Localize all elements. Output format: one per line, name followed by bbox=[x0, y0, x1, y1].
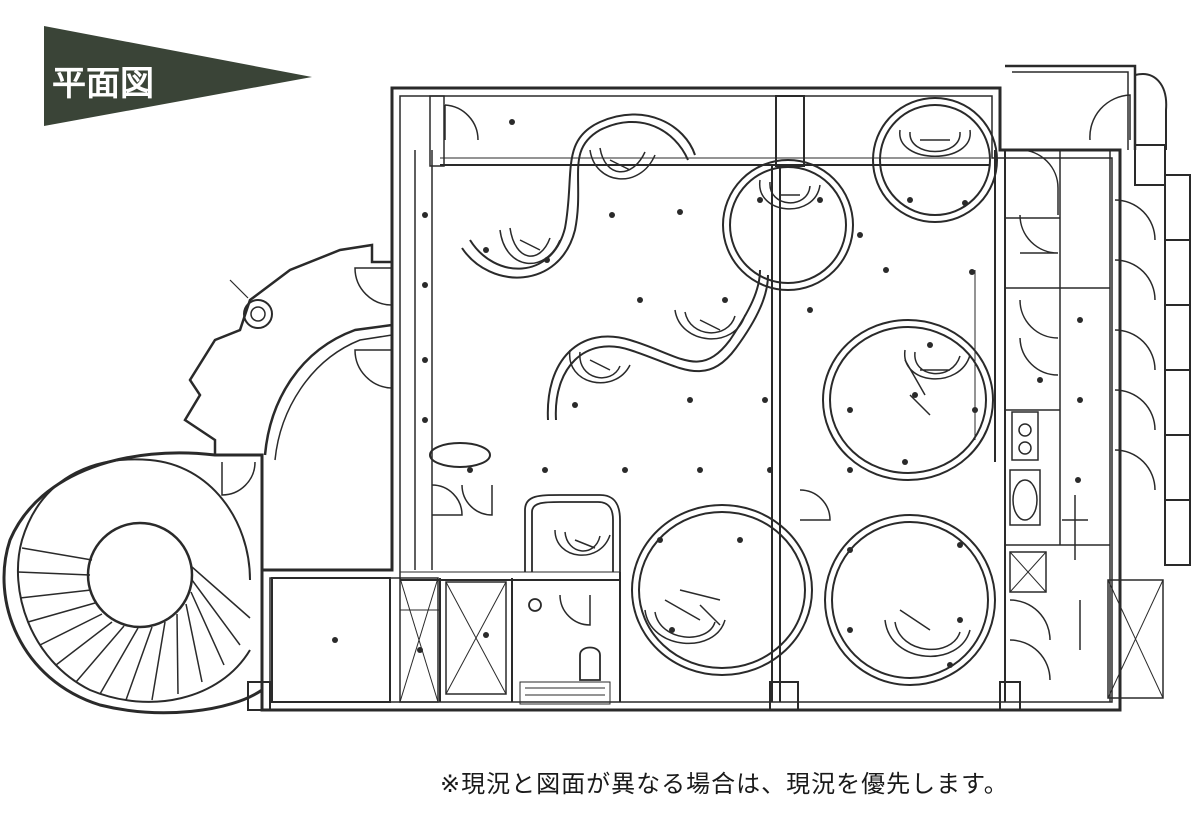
disclaimer-note: ※現況と図面が異なる場合は、現況を優先します。 bbox=[440, 770, 1009, 798]
pennant-shape bbox=[44, 26, 312, 126]
doors bbox=[221, 94, 1156, 681]
sofa-seating bbox=[499, 129, 971, 658]
booth-walls-left bbox=[461, 113, 769, 421]
round-booths bbox=[429, 97, 998, 686]
annex-room bbox=[271, 551, 1164, 703]
interior-walls bbox=[247, 95, 1111, 711]
spiral-staircase bbox=[2, 451, 264, 715]
ceiling-lights bbox=[332, 119, 1083, 668]
counter-booth bbox=[519, 494, 621, 705]
entrance-corridor bbox=[183, 243, 393, 461]
kitchen-fixtures bbox=[974, 270, 1088, 650]
page-title: 平面図 bbox=[52, 64, 154, 104]
outer-walls bbox=[260, 64, 1191, 712]
title-banner: 平面図 bbox=[44, 26, 312, 126]
